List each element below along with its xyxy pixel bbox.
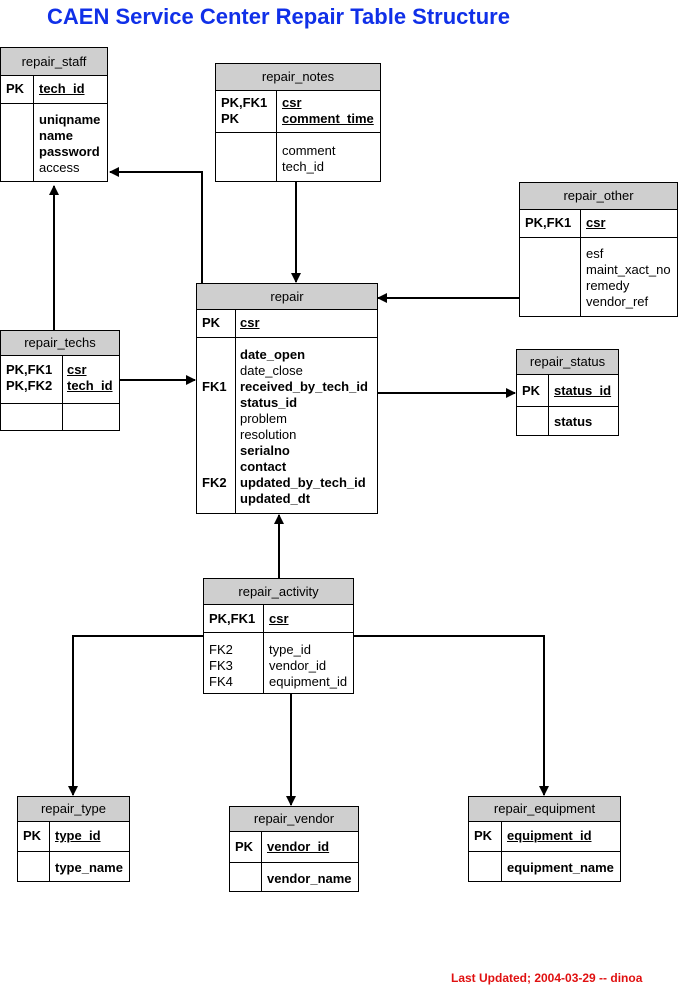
table-header: repair_techs: [1, 331, 119, 356]
field: vendor_ref: [586, 294, 649, 309]
table-header: repair_notes: [216, 64, 380, 91]
pk-field: vendor_id: [267, 839, 330, 854]
pk-field: type_id: [55, 828, 101, 843]
pk-key: PK: [202, 315, 221, 330]
pk-key: PK,FK2: [6, 378, 53, 393]
table-header: repair_equipment: [469, 797, 620, 822]
pk-key: PK,FK1: [525, 215, 572, 230]
last-updated-note: Last Updated; 2004-03-29 -- dinoa: [451, 971, 643, 985]
table-repair-techs: repair_techs PK,FK1 PK,FK2 csr tech_id: [0, 330, 120, 431]
field: comment: [282, 143, 336, 158]
table-repair-notes: repair_notes PK,FK1 PK csr comment_time …: [215, 63, 381, 182]
field: vendor_name: [267, 871, 352, 886]
field: uniqname: [39, 112, 101, 127]
pk-key: PK: [6, 81, 25, 96]
fk-key: [202, 459, 227, 475]
table-repair: repair PK csr FK1 FK2 date_open date_clo…: [196, 283, 378, 514]
field: contact: [240, 459, 287, 474]
diagram-title: CAEN Service Center Repair Table Structu…: [47, 4, 510, 29]
pk-field: csr: [282, 95, 302, 110]
fk-key: FK2: [209, 642, 233, 657]
table-header: repair_status: [517, 350, 618, 375]
pk-field: csr: [269, 611, 289, 626]
table-header: repair_other: [520, 183, 677, 210]
pk-key: PK,FK1: [6, 362, 53, 377]
field: equipment_name: [507, 860, 614, 875]
field: date_close: [240, 363, 303, 378]
field: maint_xact_no: [586, 262, 671, 277]
table-repair-status: repair_status PK status_id status: [516, 349, 619, 436]
pk-field: equipment_id: [507, 828, 592, 843]
pk-field: csr: [67, 362, 87, 377]
field: password: [39, 144, 100, 159]
field: type_name: [55, 860, 123, 875]
field: updated_dt: [240, 491, 311, 506]
fk-key: [202, 363, 227, 379]
table-repair-other: repair_other PK,FK1 csr esf maint_xact_n…: [519, 182, 678, 317]
pk-key: PK: [221, 111, 240, 126]
field: problem: [240, 411, 287, 426]
pk-key: PK: [23, 828, 42, 843]
pk-field: status_id: [554, 383, 612, 398]
fk-key: [202, 347, 227, 363]
pk-field: csr: [240, 315, 260, 330]
field: remedy: [586, 278, 630, 293]
fk-key: [202, 411, 227, 427]
table-header: repair: [197, 284, 377, 310]
table-header: repair_vendor: [230, 807, 358, 832]
fk-key: FK1: [202, 379, 227, 394]
field: serialno: [240, 443, 290, 458]
table-repair-activity: repair_activity PK,FK1 csr FK2 FK3 FK4 t…: [203, 578, 354, 694]
field: updated_by_tech_id: [240, 475, 366, 490]
pk-field: tech_id: [39, 81, 85, 96]
table-repair-vendor: repair_vendor PK vendor_id vendor_name: [229, 806, 359, 892]
fk-key: [202, 443, 227, 459]
pk-key: PK: [235, 839, 254, 854]
field: tech_id: [282, 159, 324, 174]
field: received_by_tech_id: [240, 379, 368, 394]
field: access: [39, 160, 80, 175]
pk-field: csr: [586, 215, 606, 230]
pk-key: PK: [474, 828, 493, 843]
field: type_id: [269, 642, 311, 657]
fk-key: [202, 395, 227, 411]
rel-repair-to-repair-staff: [109, 167, 203, 283]
fk-key: FK3: [209, 658, 233, 673]
field: vendor_id: [269, 658, 327, 673]
pk-key: PK,FK1: [209, 611, 256, 626]
table-repair-type: repair_type PK type_id type_name: [17, 796, 130, 882]
pk-key: PK,FK1: [221, 95, 268, 110]
table-header: repair_type: [18, 797, 129, 822]
rel-repair-activity-to-repair-equipment: [354, 635, 549, 796]
fk-key: FK2: [202, 475, 227, 490]
field: status_id: [240, 395, 298, 410]
table-repair-equipment: repair_equipment PK equipment_id equipme…: [468, 796, 621, 882]
fk-key: FK4: [209, 674, 233, 689]
field: status: [554, 414, 593, 429]
fk-key: [202, 491, 227, 507]
table-repair-staff: repair_staff PK tech_id uniqname name pa…: [0, 47, 108, 182]
table-header: repair_activity: [204, 579, 353, 605]
field: equipment_id: [269, 674, 348, 689]
field: name: [39, 128, 73, 143]
rel-repair-activity-to-repair-type: [68, 635, 203, 796]
pk-field: comment_time: [282, 111, 374, 126]
field: date_open: [240, 347, 306, 362]
fk-key: [202, 427, 227, 443]
table-header: repair_staff: [1, 48, 107, 76]
field: esf: [586, 246, 604, 261]
field: resolution: [240, 427, 297, 442]
pk-key: PK: [522, 383, 541, 398]
pk-field: tech_id: [67, 378, 113, 393]
